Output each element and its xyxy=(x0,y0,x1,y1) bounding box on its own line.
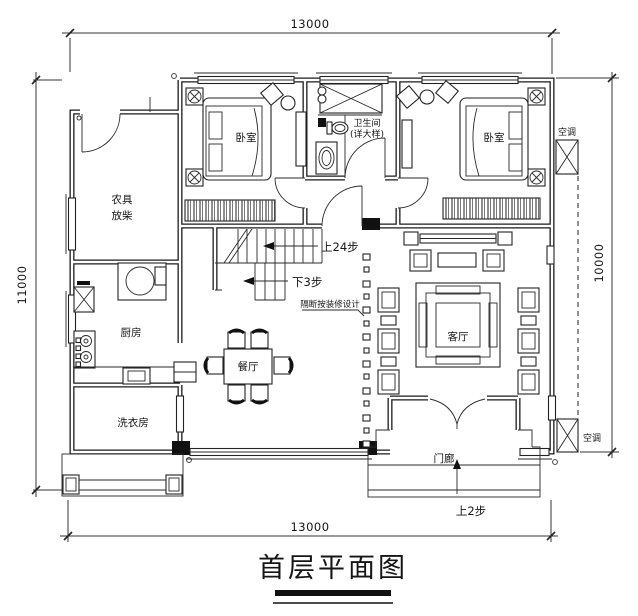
note-stairs-down: 下3步 xyxy=(292,275,322,289)
stairs xyxy=(215,228,323,301)
chair xyxy=(409,249,432,272)
note-entry-steps: 上2步 xyxy=(456,504,486,518)
chair xyxy=(434,79,460,105)
chair xyxy=(250,384,269,402)
chair xyxy=(395,84,421,110)
bedroom-right-furniture xyxy=(395,79,546,220)
column xyxy=(172,441,190,455)
annotation-labels: 上24步 下3步 隔断按装修设计 上2步 xyxy=(292,240,486,518)
hall-door xyxy=(321,185,363,227)
bed xyxy=(459,97,529,181)
rear-step xyxy=(61,453,184,497)
entry-double-door xyxy=(429,398,486,429)
label-laundry: 洗衣房 xyxy=(117,416,149,429)
ac-units xyxy=(555,139,579,453)
appliance xyxy=(122,367,151,385)
label-kitchen: 厨房 xyxy=(121,326,142,339)
window-band xyxy=(519,447,550,457)
tea-table xyxy=(380,356,397,367)
window xyxy=(546,245,555,265)
window xyxy=(175,395,185,433)
chair xyxy=(377,328,400,354)
dining-furniture xyxy=(203,328,294,405)
label-storage-1: 农具 xyxy=(112,193,133,206)
desk xyxy=(401,119,413,169)
room-labels: 卧室 卧室 卫生间 (详大样) 农具 放柴 厨房 洗衣房 餐厅 客厅 门廊 空调… xyxy=(112,117,602,465)
bedroom-left-furniture xyxy=(184,81,307,222)
label-bathroom-note: (详大样) xyxy=(350,128,384,140)
label-porch: 门廊 xyxy=(434,452,455,465)
chair xyxy=(227,331,246,349)
label-bathroom: 卫生间 xyxy=(353,117,380,129)
porch-steps xyxy=(367,429,541,498)
doors xyxy=(81,113,486,429)
living-furniture xyxy=(377,231,540,395)
wardrobe xyxy=(184,199,276,222)
tea-table xyxy=(520,356,537,367)
dim-left: 11000 xyxy=(15,265,29,304)
toilet xyxy=(331,121,349,135)
bathroom-door xyxy=(344,137,386,179)
chair xyxy=(517,287,540,313)
center-table-set xyxy=(415,282,501,368)
chair xyxy=(250,331,269,349)
chair xyxy=(377,369,400,395)
label-ac-bottom: 空调 xyxy=(583,432,601,444)
drawing-title: 首层平面图 xyxy=(258,553,408,584)
chair xyxy=(517,369,540,395)
dim-top: 13000 xyxy=(290,17,329,31)
title-underline-thick xyxy=(275,590,391,596)
chair xyxy=(377,287,400,313)
bed xyxy=(202,97,272,181)
wardrobe xyxy=(442,197,541,220)
water-heater xyxy=(318,118,326,127)
note-stairs-up: 上24步 xyxy=(321,240,359,254)
kitchen-sink xyxy=(125,266,155,296)
chair xyxy=(206,356,224,375)
dimension-lines: 13000 11000 10000 13000 xyxy=(15,17,619,542)
tea-table xyxy=(520,315,537,326)
label-bedroom-left: 卧室 xyxy=(236,131,257,144)
window xyxy=(547,395,557,421)
tea-table xyxy=(380,315,397,326)
basin xyxy=(318,146,335,170)
dim-bottom: 13000 xyxy=(290,520,329,534)
column xyxy=(362,218,380,230)
window xyxy=(67,197,77,251)
chair xyxy=(517,328,540,354)
dim-right: 10000 xyxy=(592,243,606,282)
chair xyxy=(259,81,285,107)
title-block: 首层平面图 xyxy=(258,553,408,604)
bathroom-fixtures xyxy=(315,83,383,178)
label-dining: 餐厅 xyxy=(238,360,259,373)
chair xyxy=(482,249,505,272)
window xyxy=(67,294,77,344)
kitchen-fixtures xyxy=(73,262,197,385)
bedroom-right-door xyxy=(397,177,429,209)
bedroom-left-door xyxy=(274,177,306,209)
chair xyxy=(227,384,246,402)
label-living: 客厅 xyxy=(448,330,469,343)
side-table xyxy=(419,89,435,105)
side-table xyxy=(280,95,296,111)
label-bedroom-right: 卧室 xyxy=(484,131,505,144)
chair xyxy=(273,356,291,375)
label-ac-top: 空调 xyxy=(558,126,576,138)
note-partition: 隔断按装修设计 xyxy=(300,299,360,310)
label-storage-2: 放柴 xyxy=(112,209,133,222)
dining-table xyxy=(223,348,273,385)
tea-table xyxy=(437,252,477,268)
partition-screen xyxy=(302,253,371,448)
storage-door xyxy=(81,113,121,153)
desk xyxy=(295,111,307,167)
windows xyxy=(65,72,557,460)
